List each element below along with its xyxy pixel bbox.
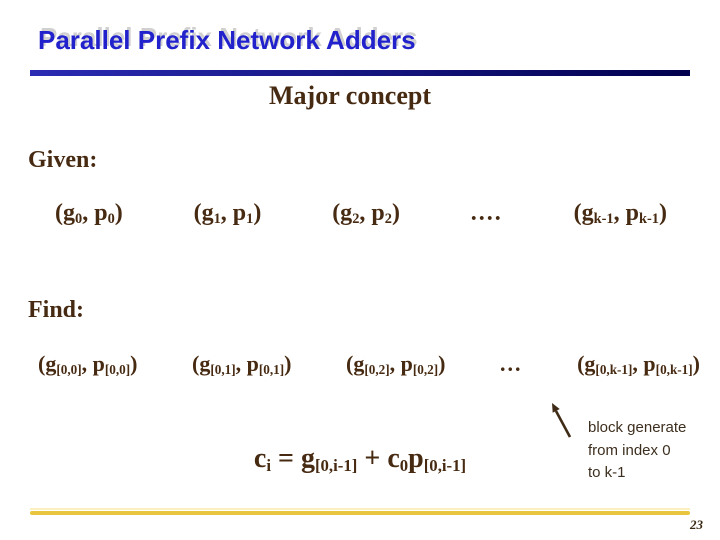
find-tuple-1: (g[0,1], p[0,1]) (192, 351, 292, 377)
annotation-block-generate: block generate from index 0 to k-1 (588, 417, 686, 485)
find-label: Find: (28, 297, 85, 323)
title-divider-rule (30, 70, 690, 76)
footer-rule (30, 511, 690, 515)
find-tuple-row: (g[0,0], p[0,0]) (g[0,1], p[0,1]) (g[0,2… (38, 351, 700, 377)
annotation-line-2: from index 0 (588, 441, 671, 459)
find-tuple-2: (g[0,2], p[0,2]) (346, 351, 446, 377)
find-tuple-3: (g[0,k-1], p[0,k-1]) (577, 351, 700, 377)
find-ellipsis: ... (500, 351, 523, 376)
given-tuple-1: (g1, p1) (193, 200, 262, 228)
carry-formula: ci = g[0,i-1] + c0p[0,i-1] (253, 443, 467, 475)
footer-rule-highlight (30, 508, 690, 510)
slide-subtitle: Major concept (269, 81, 431, 110)
given-tuple-0: (g0, p0) (55, 200, 123, 228)
callout-arrow-icon (552, 403, 572, 438)
given-tuple-2: (g2, p2) (332, 200, 400, 228)
page-number: 23 (690, 517, 703, 532)
given-tuple-3: (gk-1, pk-1) (573, 200, 667, 228)
slide-title: Parallel Prefix Network Adders (38, 25, 416, 55)
given-tuple-row: (g0, p0) (g1, p1) (g2, p2) .... (gk-1, p… (55, 200, 667, 227)
given-label: Given: (28, 147, 98, 173)
annotation-line-1: block generate (588, 419, 687, 436)
annotation-line-3: to k-1 (588, 464, 626, 481)
given-ellipsis: .... (470, 200, 503, 226)
find-tuple-0: (g[0,0], p[0,0]) (38, 351, 138, 377)
